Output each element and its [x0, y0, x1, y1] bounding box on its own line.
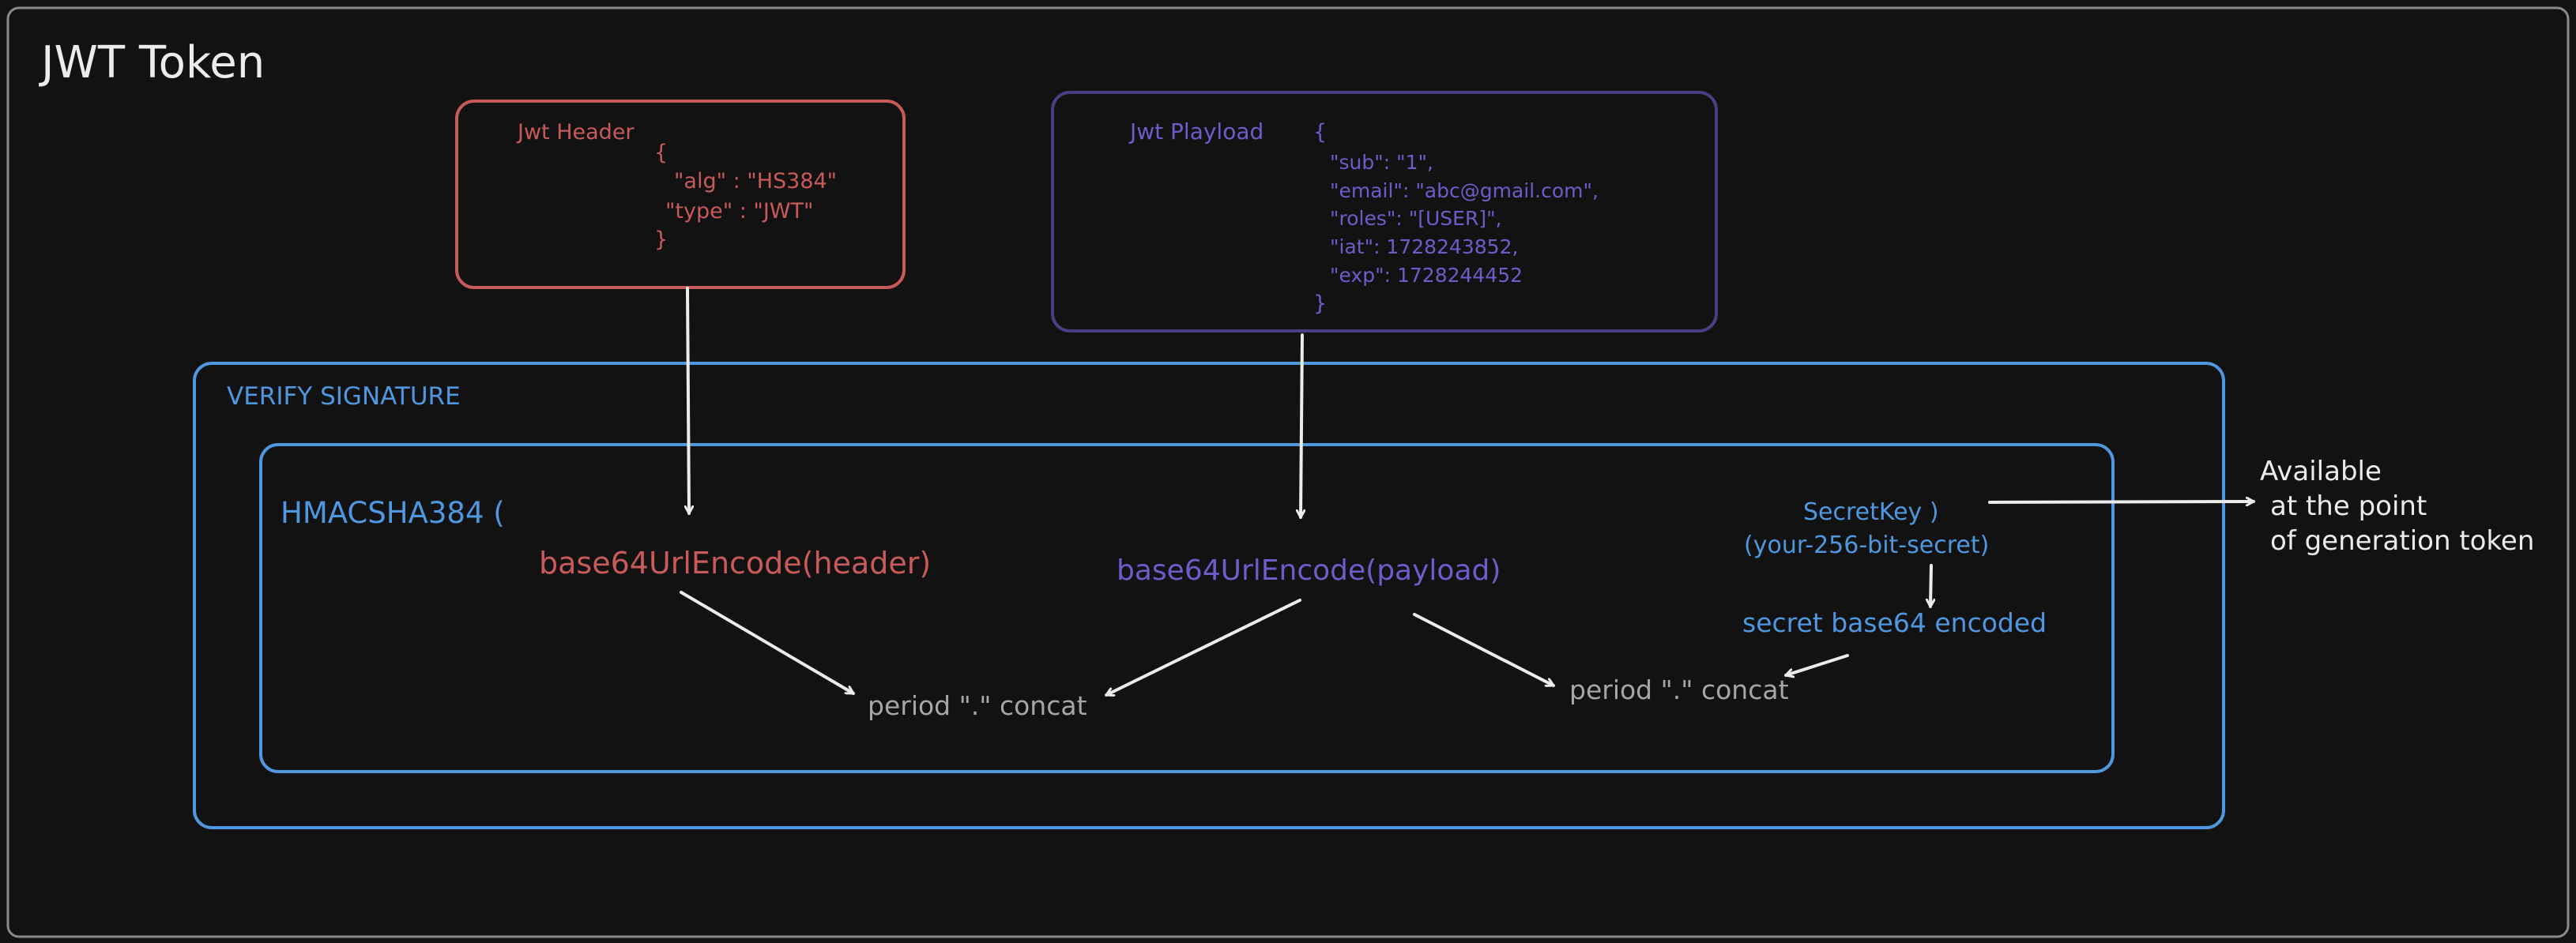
diagram-title: JWT Token: [39, 37, 265, 88]
payload-json-line: "email": "abc@gmail.com",: [1330, 179, 1599, 202]
arrow-secret-encoded-to-concat: [1784, 654, 1849, 675]
jwt-header-label: Jwt Header: [516, 120, 635, 145]
secret-hint-label: (your-256-bit-secret): [1744, 532, 1989, 559]
arrow-payload-encode-to-concat-2: [1413, 613, 1555, 687]
jwt-payload-label: Jwt Playload: [1128, 118, 1264, 145]
arrow-secret-key-to-encoded: [1930, 564, 1931, 608]
jwt-payload-box: Jwt Playload { "sub": "1", "email": "abc…: [1051, 91, 1718, 332]
availability-note-line: at the point: [2270, 490, 2427, 522]
payload-json-line: }: [1313, 291, 1327, 316]
concat-label-2: period "." concat: [1569, 674, 1789, 705]
arrow-header-to-encode: [687, 287, 689, 515]
jwt-header-box: Jwt Header { "alg" : "HS384" "type" : "J…: [455, 100, 906, 289]
arrow-payload-encode-to-concat-1: [1105, 599, 1301, 695]
arrow-header-encode-to-concat: [680, 591, 855, 695]
concat-label-1: period "." concat: [868, 690, 1087, 721]
hmac-box: [259, 443, 2115, 773]
verify-signature-label: VERIFY SIGNATURE: [227, 382, 461, 411]
header-json-line: {: [654, 141, 668, 165]
payload-encode-label: base64UrlEncode(payload): [1117, 554, 1501, 587]
header-json-line: "type" : "JWT": [665, 199, 813, 224]
arrow-payload-to-encode: [1301, 333, 1302, 519]
outer-frame: [6, 6, 2570, 938]
payload-json-line: "roles": "[USER]",: [1330, 207, 1502, 230]
secret-key-label: SecretKey ): [1803, 498, 1939, 526]
hmac-function-label: HMACSHA384 (: [281, 496, 505, 530]
availability-note-line: of generation token: [2270, 525, 2534, 557]
header-encode-label: base64UrlEncode(header): [539, 546, 931, 580]
secret-encoded-label: secret base64 encoded: [1742, 607, 2047, 638]
verify-signature-box: [193, 362, 2225, 829]
payload-json-line: {: [1313, 120, 1327, 145]
payload-json-line: "exp": 1728244452: [1330, 264, 1523, 287]
payload-json-line: "sub": "1",: [1330, 151, 1433, 174]
availability-note-line: Available: [2260, 456, 2382, 487]
payload-json-line: "iat": 1728243852,: [1330, 235, 1518, 258]
header-json-line: }: [654, 227, 668, 252]
header-json-line: "alg" : "HS384": [674, 169, 837, 193]
